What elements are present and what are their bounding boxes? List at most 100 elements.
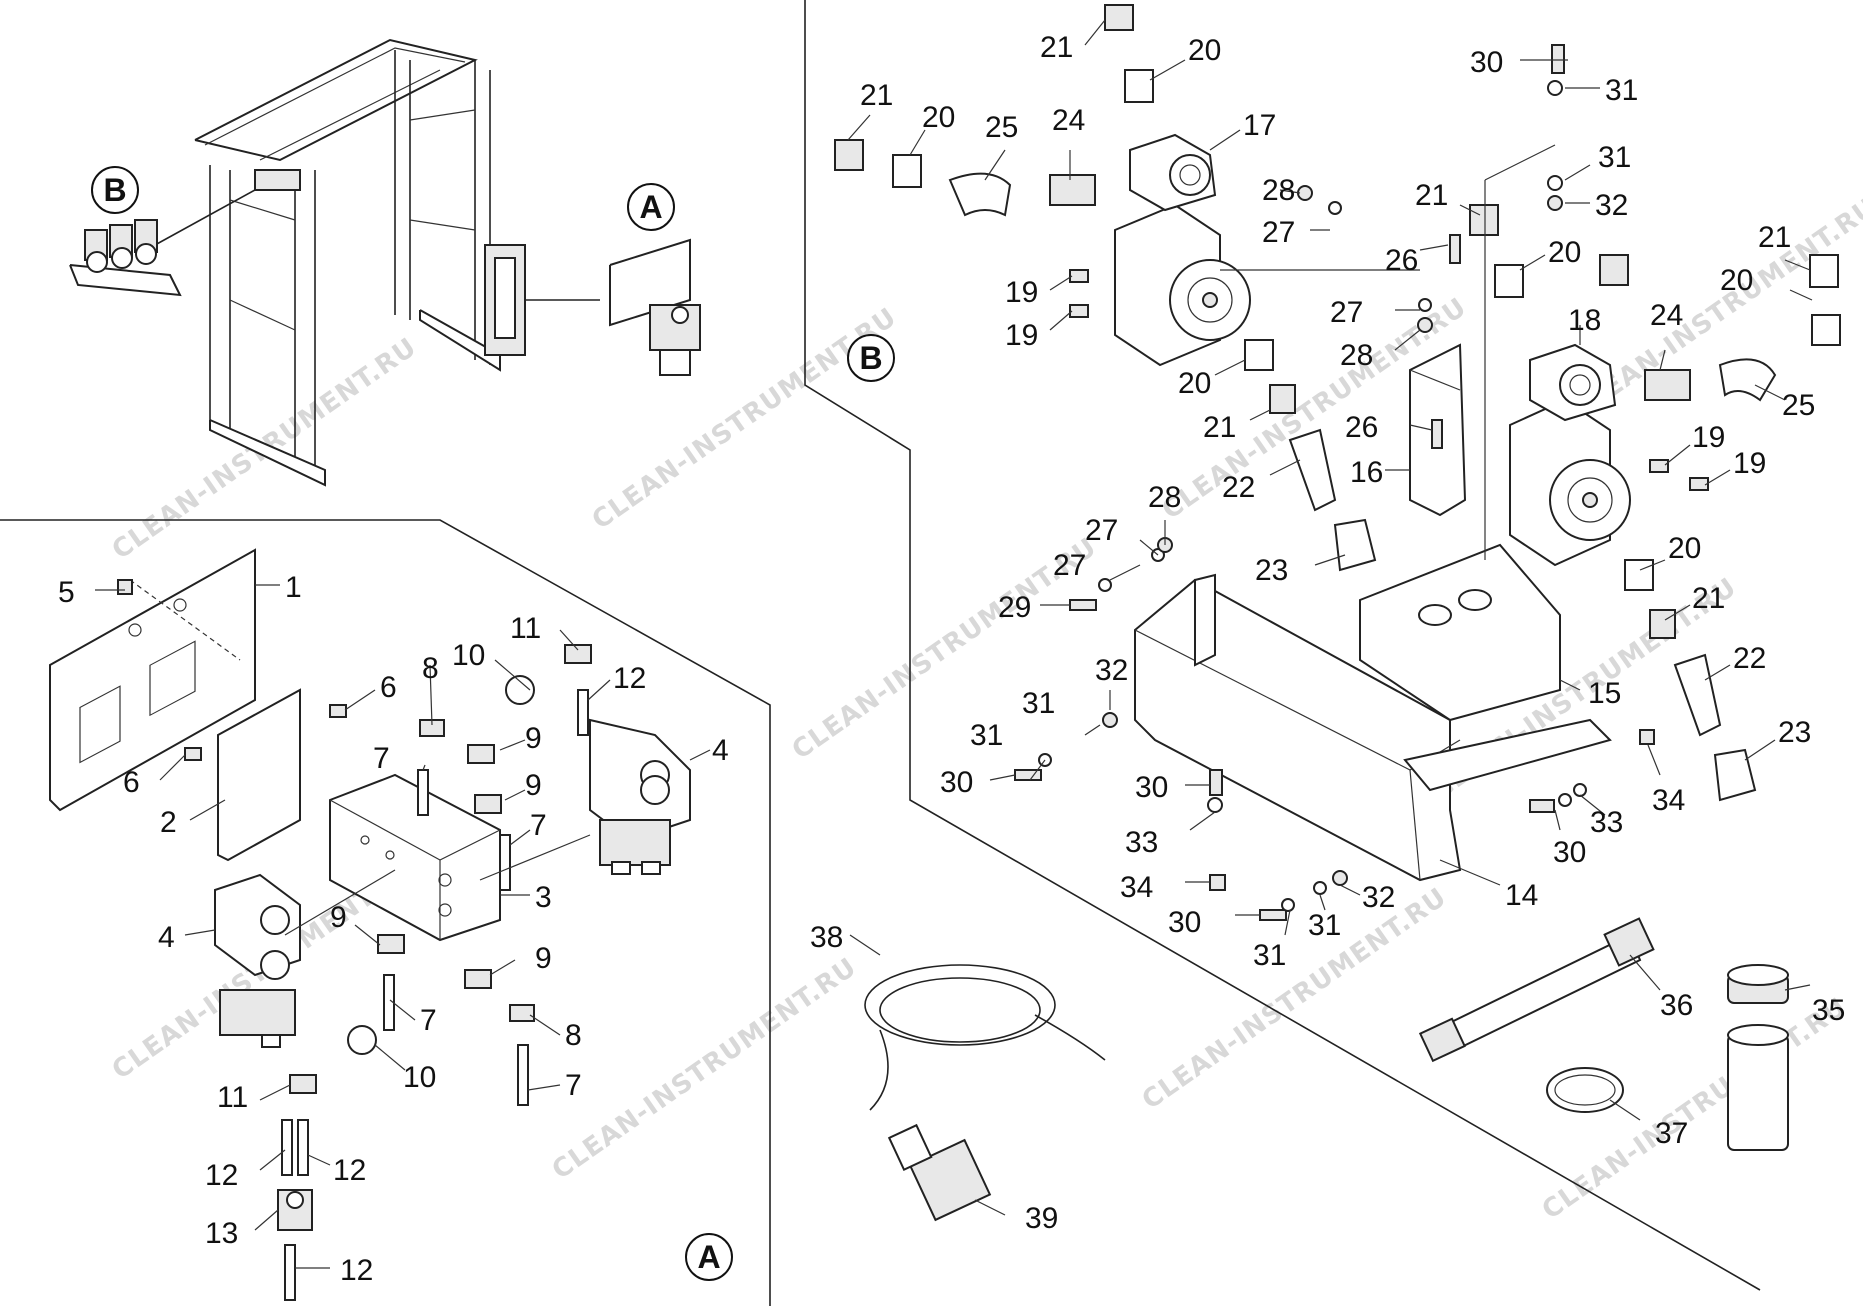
part-label: 20 bbox=[1188, 34, 1221, 67]
callout-b-section: B bbox=[847, 334, 895, 382]
part-label: 27 bbox=[1330, 296, 1363, 329]
part-label: 30 bbox=[1135, 771, 1168, 804]
part-label: 12 bbox=[340, 1254, 373, 1287]
part-label: 12 bbox=[333, 1154, 366, 1187]
part-label: 26 bbox=[1385, 244, 1418, 277]
part-label: 6 bbox=[123, 766, 140, 799]
part-label: 31 bbox=[1598, 141, 1631, 174]
accessories bbox=[864, 917, 1789, 1222]
part-label: 35 bbox=[1812, 994, 1845, 1027]
part-label: 31 bbox=[1605, 74, 1638, 107]
callout-a-section: A bbox=[685, 1233, 733, 1281]
part-label: 23 bbox=[1255, 554, 1288, 587]
part-label: 9 bbox=[535, 942, 552, 975]
part-label: 7 bbox=[530, 809, 547, 842]
part-label: 24 bbox=[1650, 299, 1683, 332]
part-label: 18 bbox=[1568, 304, 1601, 337]
part-label: 15 bbox=[1588, 677, 1621, 710]
part-label: 24 bbox=[1052, 104, 1085, 137]
b-cluster-thumbnail bbox=[69, 219, 182, 297]
part-label: 28 bbox=[1340, 339, 1373, 372]
part-label: 6 bbox=[380, 671, 397, 704]
part-label: 30 bbox=[940, 766, 973, 799]
part-label: 36 bbox=[1660, 989, 1693, 1022]
part-label: 22 bbox=[1733, 642, 1766, 675]
part-label: 13 bbox=[205, 1217, 238, 1250]
part-label: 21 bbox=[1203, 411, 1236, 444]
part-label: 20 bbox=[1668, 532, 1701, 565]
part-label: 19 bbox=[1005, 276, 1038, 309]
part-label: 31 bbox=[1308, 909, 1341, 942]
part-label: 21 bbox=[860, 79, 893, 112]
part-label: 28 bbox=[1262, 174, 1295, 207]
part-label: 10 bbox=[403, 1061, 436, 1094]
part-label: 30 bbox=[1168, 906, 1201, 939]
part-label: 25 bbox=[1782, 389, 1815, 422]
part-label: 1 bbox=[285, 571, 302, 604]
part-label: 29 bbox=[998, 591, 1031, 624]
part-label: 20 bbox=[922, 101, 955, 134]
part-label: 30 bbox=[1470, 46, 1503, 79]
part-label: 12 bbox=[613, 662, 646, 695]
part-label: 9 bbox=[330, 901, 347, 934]
section-b-parts bbox=[834, 4, 1841, 921]
part-label: 11 bbox=[217, 1081, 248, 1114]
a-plate-thumbnail bbox=[609, 238, 701, 376]
part-label: 8 bbox=[565, 1019, 582, 1052]
part-label: 21 bbox=[1415, 179, 1448, 212]
part-label: 19 bbox=[1005, 319, 1038, 352]
part-label: 31 bbox=[1022, 687, 1055, 720]
watermark-text: CLEAN-INSTRUMENT.RU bbox=[547, 952, 863, 1186]
part-label: 14 bbox=[1505, 879, 1538, 912]
part-label: 23 bbox=[1778, 716, 1811, 749]
section-a-parts bbox=[49, 548, 691, 1301]
part-label: 33 bbox=[1125, 826, 1158, 859]
part-label: 34 bbox=[1120, 871, 1153, 904]
part-label: 25 bbox=[985, 111, 1018, 144]
part-label: 9 bbox=[525, 769, 542, 802]
part-label: 11 bbox=[510, 612, 541, 645]
part-label: 21 bbox=[1692, 582, 1725, 615]
part-label: 2 bbox=[160, 806, 177, 839]
part-label: 20 bbox=[1178, 367, 1211, 400]
part-label: 19 bbox=[1692, 421, 1725, 454]
part-label: 16 bbox=[1350, 456, 1383, 489]
part-labels: 1 2 3 4 4 5 6 6 7 7 7 7 8 8 9 9 9 9 10 1… bbox=[58, 31, 1845, 1287]
callout-b-top: B bbox=[91, 166, 139, 214]
callout-letter: B bbox=[859, 340, 882, 376]
part-label: 38 bbox=[810, 921, 843, 954]
watermark-text: CLEAN-INSTRUMENT.RU bbox=[587, 302, 903, 536]
part-label: 28 bbox=[1148, 481, 1181, 514]
part-label: 39 bbox=[1025, 1202, 1058, 1235]
callout-a-top: A bbox=[627, 183, 675, 231]
part-label: 32 bbox=[1595, 189, 1628, 222]
part-label: 34 bbox=[1652, 784, 1685, 817]
part-label: 3 bbox=[535, 881, 552, 914]
part-label: 20 bbox=[1548, 236, 1581, 269]
part-label: 27 bbox=[1262, 216, 1295, 249]
part-label: 32 bbox=[1095, 654, 1128, 687]
part-label: 9 bbox=[525, 722, 542, 755]
part-label: 30 bbox=[1553, 836, 1586, 869]
callout-letter: B bbox=[103, 172, 126, 208]
part-label: 4 bbox=[712, 734, 729, 767]
part-label: 21 bbox=[1040, 31, 1073, 64]
part-label: 32 bbox=[1362, 881, 1395, 914]
part-label: 7 bbox=[420, 1004, 437, 1037]
part-label: 22 bbox=[1222, 471, 1255, 504]
frame-overview bbox=[154, 38, 600, 487]
part-label: 26 bbox=[1345, 411, 1378, 444]
part-label: 33 bbox=[1590, 806, 1623, 839]
callout-letter: A bbox=[697, 1239, 720, 1275]
part-label: 7 bbox=[373, 742, 390, 775]
callout-letter: A bbox=[639, 189, 662, 225]
part-label: 20 bbox=[1720, 264, 1753, 297]
part-label: 17 bbox=[1243, 109, 1276, 142]
part-label: 19 bbox=[1733, 447, 1766, 480]
part-label: 37 bbox=[1655, 1117, 1688, 1150]
part-label: 8 bbox=[422, 652, 439, 685]
part-label: 7 bbox=[565, 1069, 582, 1102]
part-label: 12 bbox=[205, 1159, 238, 1192]
part-label: 27 bbox=[1053, 549, 1086, 582]
